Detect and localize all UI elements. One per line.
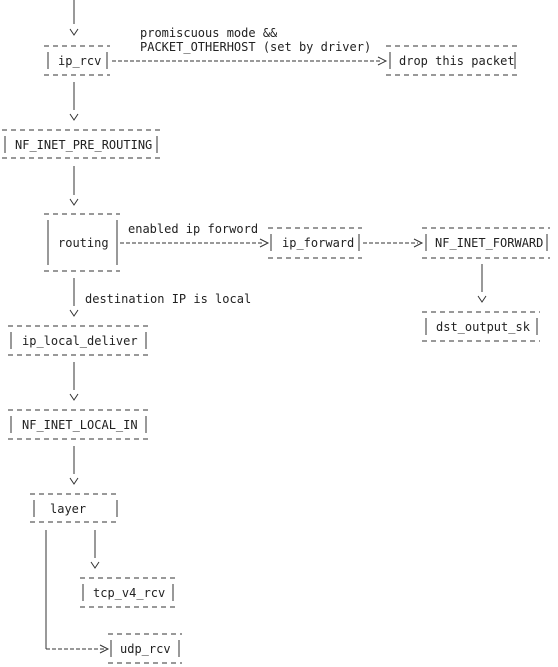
node-pre-routing: NF_INET_PRE_ROUTING [2, 129, 160, 159]
edge-ip-forward-to-nf-forward [363, 238, 424, 248]
local-deliver-label: ip_local_deliver [22, 334, 138, 348]
node-nf-forward: NF_INET_FORWARD [422, 227, 550, 259]
tcp-rcv-label: tcp_v4_rcv [93, 586, 165, 600]
edge-ip-rcv-to-drop: promiscuous mode && PACKET_OTHERHOST (se… [112, 26, 388, 66]
node-local-in: NF_INET_LOCAL_IN [8, 409, 150, 440]
edge-incoming-to-ip-rcv [69, 0, 79, 36]
dst-output-label: dst_output_sk [436, 320, 531, 334]
edge-routing-to-ip-forward: enabled ip forword [120, 222, 270, 248]
edge-routing-to-local-deliver: destination IP is local [69, 278, 251, 317]
node-ip-forward: ip_forward [268, 227, 362, 259]
layer-label: layer [50, 502, 86, 516]
node-tcp-rcv: tcp_v4_rcv [80, 577, 176, 608]
ip-forward-label: ip_forward [282, 236, 354, 250]
node-layer: layer [30, 493, 120, 523]
drop-condition-line-1: promiscuous mode && [140, 26, 278, 40]
drop-condition-line-2: PACKET_OTHERHOST (set by driver) [140, 40, 371, 54]
pre-routing-label: NF_INET_PRE_ROUTING [15, 138, 152, 152]
node-local-deliver: ip_local_deliver [8, 325, 150, 356]
node-ip-rcv: ip_rcv [44, 45, 110, 76]
edge-local-in-to-layer [69, 446, 79, 485]
node-udp-rcv: udp_rcv [108, 633, 182, 664]
edge-local-deliver-to-local-in [69, 362, 79, 401]
edge-ip-rcv-to-pre-routing [69, 82, 79, 121]
edge-layer-to-udp [45, 530, 110, 654]
node-drop-packet: drop this packet [386, 45, 518, 76]
drop-packet-label: drop this packet [399, 54, 515, 68]
node-dst-output: dst_output_sk [422, 311, 540, 342]
edge-pre-routing-to-routing [69, 166, 79, 206]
edge-nf-forward-to-dst-output [477, 264, 487, 303]
routing-label: routing [58, 236, 109, 250]
nf-forward-label: NF_INET_FORWARD [435, 236, 543, 250]
ip-rcv-label: ip_rcv [58, 54, 101, 68]
edge-layer-to-tcp [90, 530, 100, 569]
forward-condition: enabled ip forword [128, 222, 258, 236]
local-condition: destination IP is local [85, 292, 251, 306]
node-routing: routing [44, 213, 120, 272]
udp-rcv-label: udp_rcv [120, 642, 171, 656]
local-in-label: NF_INET_LOCAL_IN [22, 418, 138, 432]
